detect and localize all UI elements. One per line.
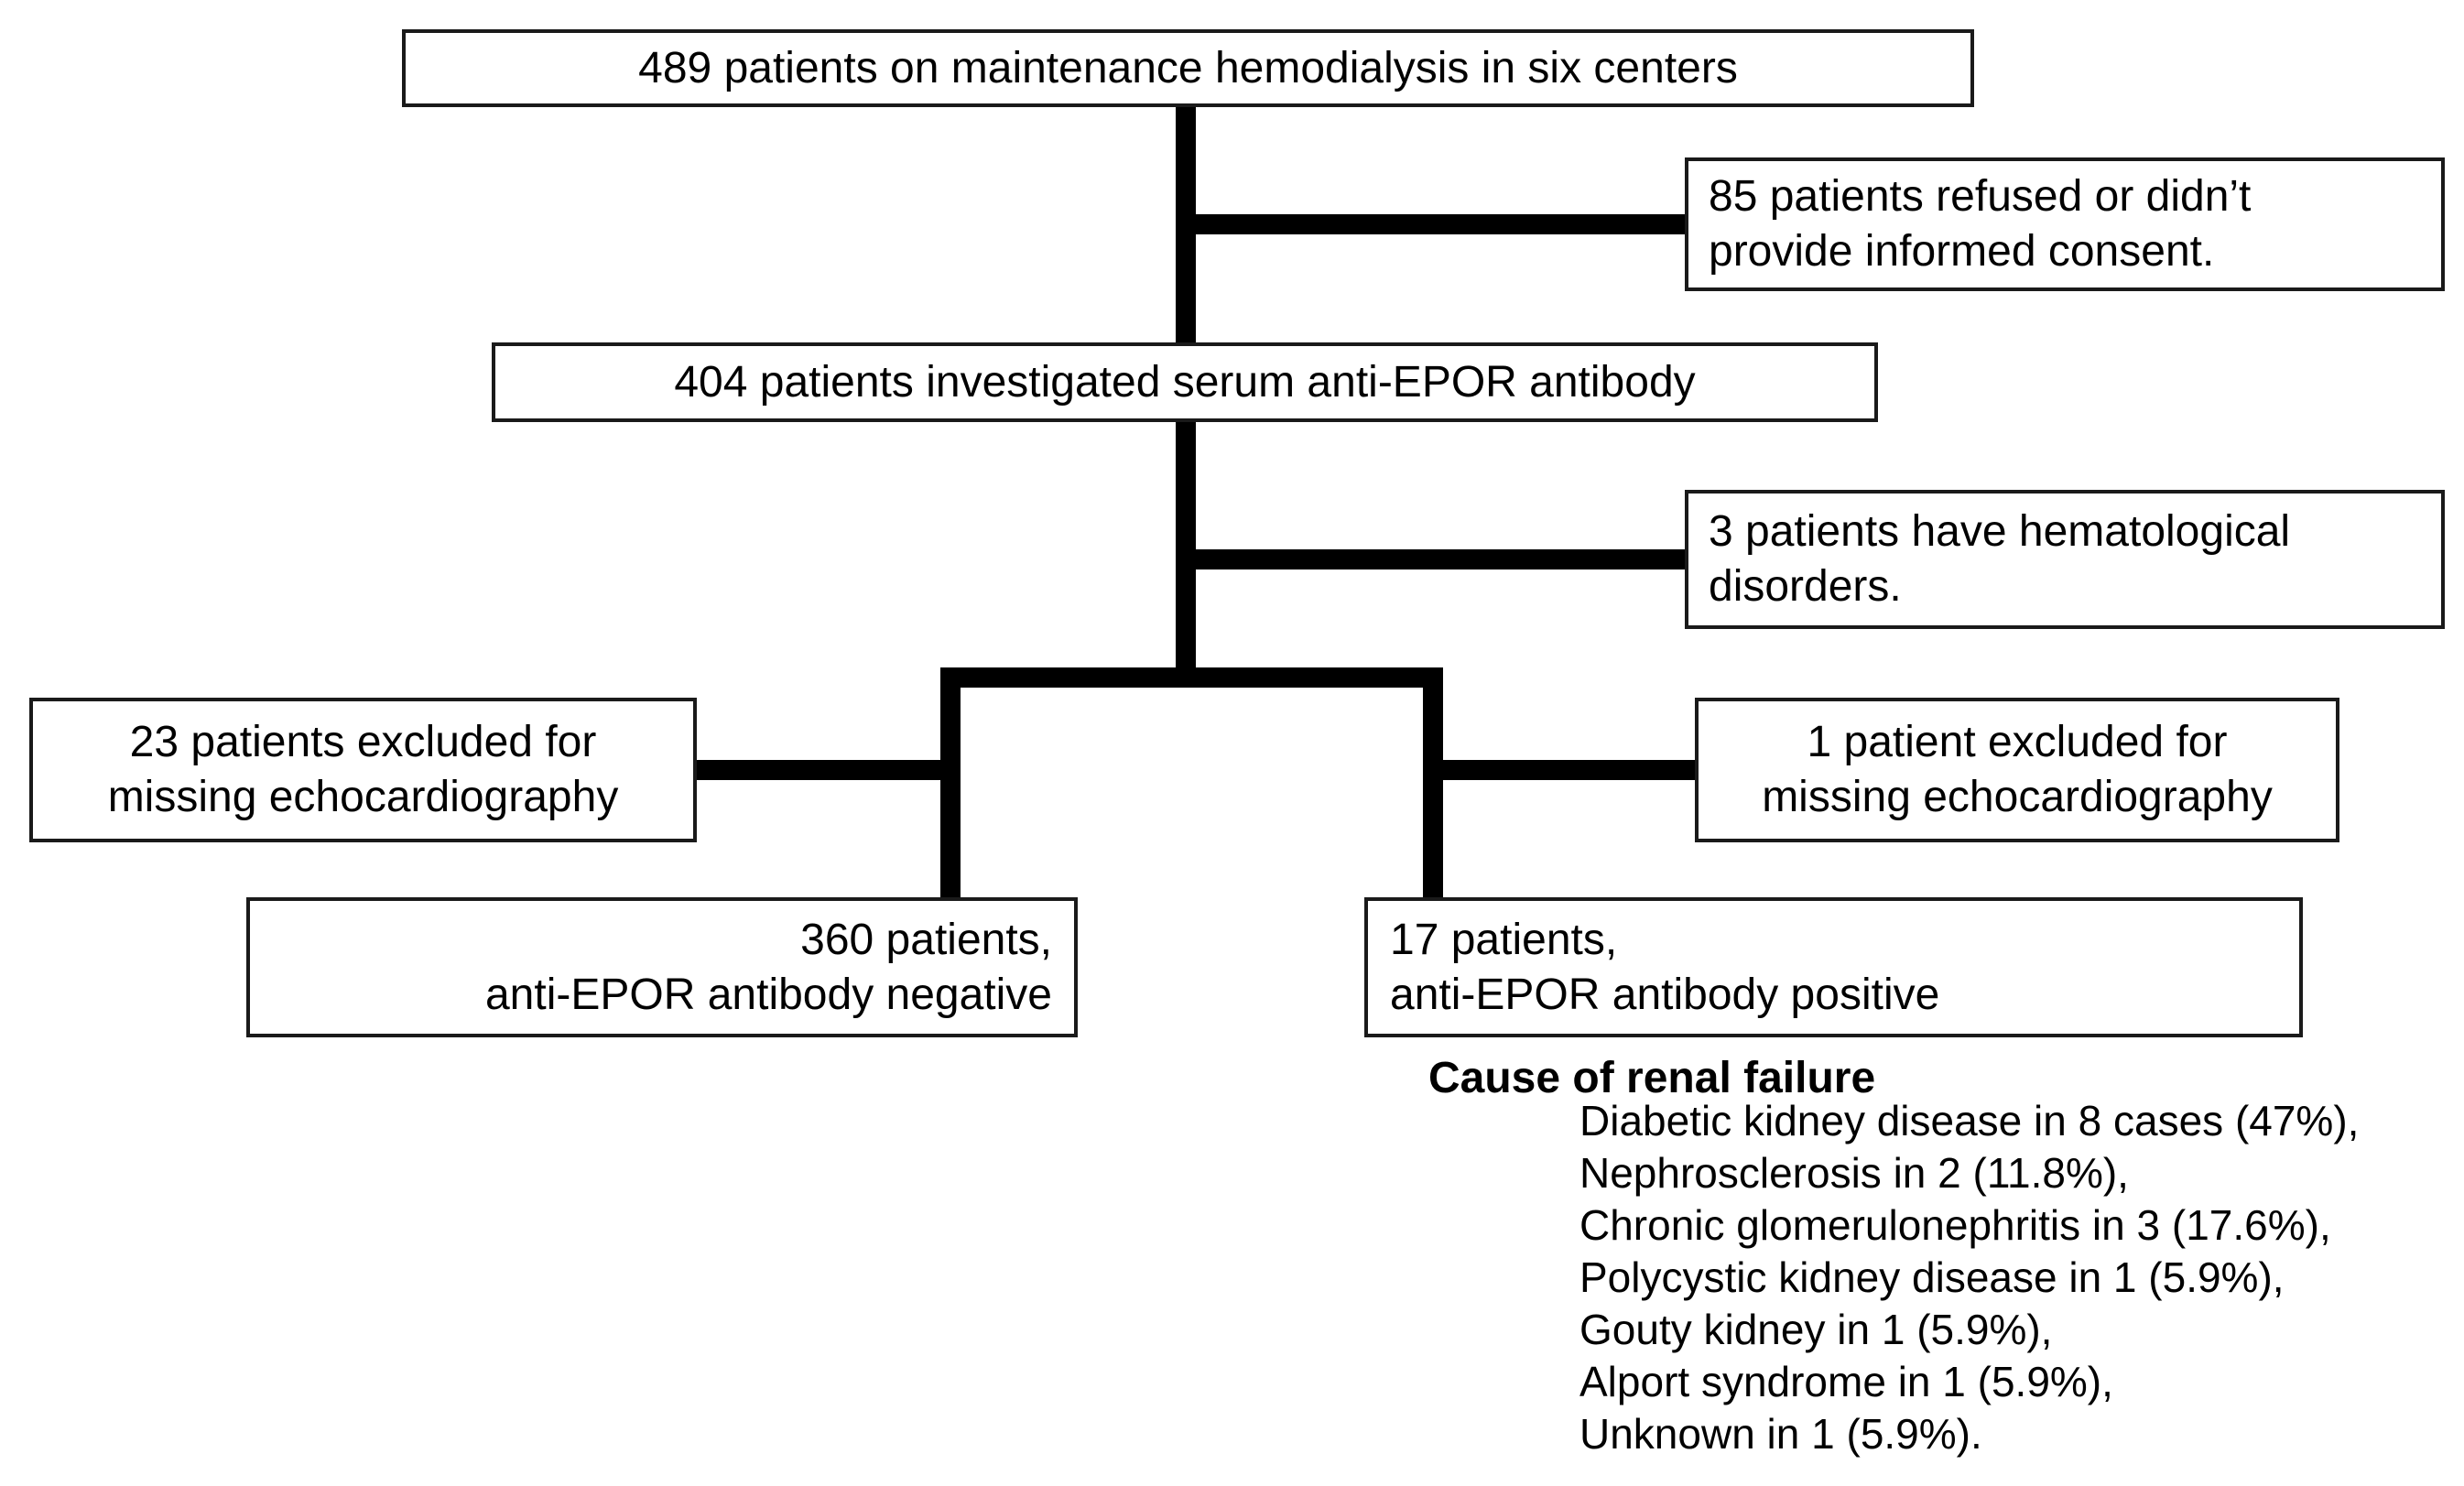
- cause-of-renal-failure-list: Diabetic kidney disease in 8 cases (47%)…: [1579, 1095, 2359, 1460]
- cause-item-alport: Alport syndrome in 1 (5.9%),: [1579, 1358, 2113, 1405]
- box-hematological-line1: 3 patients have hematological: [1709, 507, 2291, 556]
- box-excluded-left-line2: missing echocardiography: [107, 773, 619, 821]
- box-investigated-antibody: 404 patients investigated serum anti-EPO…: [492, 342, 1878, 422]
- connector-crossbar: [940, 667, 1443, 688]
- cause-item-nephrosclerosis: Nephrosclerosis in 2 (11.8%),: [1579, 1149, 2129, 1197]
- cause-of-renal-failure-heading: Cause of renal failure: [1428, 1054, 1876, 1102]
- box-negative-line1: 360 patients,: [800, 915, 1052, 964]
- box-investigated-text: 404 patients investigated serum anti-EPO…: [674, 357, 1696, 407]
- box-refused-consent: 85 patients refused or didn’t provide in…: [1685, 157, 2445, 291]
- box-antibody-positive: 17 patients, anti-EPOR antibody positive: [1364, 897, 2303, 1037]
- cause-item-unknown: Unknown in 1 (5.9%).: [1579, 1410, 1982, 1458]
- connector-right-drop: [1423, 667, 1443, 897]
- box-total-text: 489 patients on maintenance hemodialysis…: [638, 43, 1738, 92]
- box-hematological-disorders: 3 patients have hematological disorders.: [1685, 490, 2445, 629]
- connector-left-drop: [940, 667, 961, 897]
- connector-branch-excluded-right: [1423, 760, 1695, 780]
- box-antibody-negative: 360 patients, anti-EPOR antibody negativ…: [246, 897, 1078, 1037]
- box-negative-line2: anti-EPOR antibody negative: [484, 970, 1052, 1019]
- box-excluded-right-line1: 1 patient excluded for: [1807, 718, 2228, 766]
- connector-branch-excluded-left: [697, 760, 961, 780]
- box-refused-line1: 85 patients refused or didn’t: [1709, 172, 2252, 221]
- connector-branch-refused: [1186, 214, 1685, 234]
- box-total-patients: 489 patients on maintenance hemodialysis…: [402, 29, 1974, 107]
- box-excluded-right-line2: missing echocardiography: [1762, 773, 2273, 821]
- connector-branch-hematological: [1186, 549, 1685, 569]
- cause-item-glomerulonephritis: Chronic glomerulonephritis in 3 (17.6%),: [1579, 1201, 2331, 1249]
- box-positive-line2: anti-EPOR antibody positive: [1390, 970, 1940, 1019]
- box-positive-line1: 17 patients,: [1390, 915, 1618, 964]
- cause-item-diabetic: Diabetic kidney disease in 8 cases (47%)…: [1579, 1097, 2360, 1144]
- box-excluded-missing-echo-right: 1 patient excluded for missing echocardi…: [1695, 698, 2339, 842]
- box-hematological-line2: disorders.: [1709, 562, 1902, 611]
- cause-item-gouty: Gouty kidney in 1 (5.9%),: [1579, 1306, 2053, 1353]
- box-excluded-missing-echo-left: 23 patients excluded for missing echocar…: [29, 698, 697, 842]
- cause-item-polycystic: Polycystic kidney disease in 1 (5.9%),: [1579, 1253, 2285, 1301]
- box-refused-line2: provide informed consent.: [1709, 227, 2215, 276]
- box-excluded-left-line1: 23 patients excluded for: [129, 718, 597, 766]
